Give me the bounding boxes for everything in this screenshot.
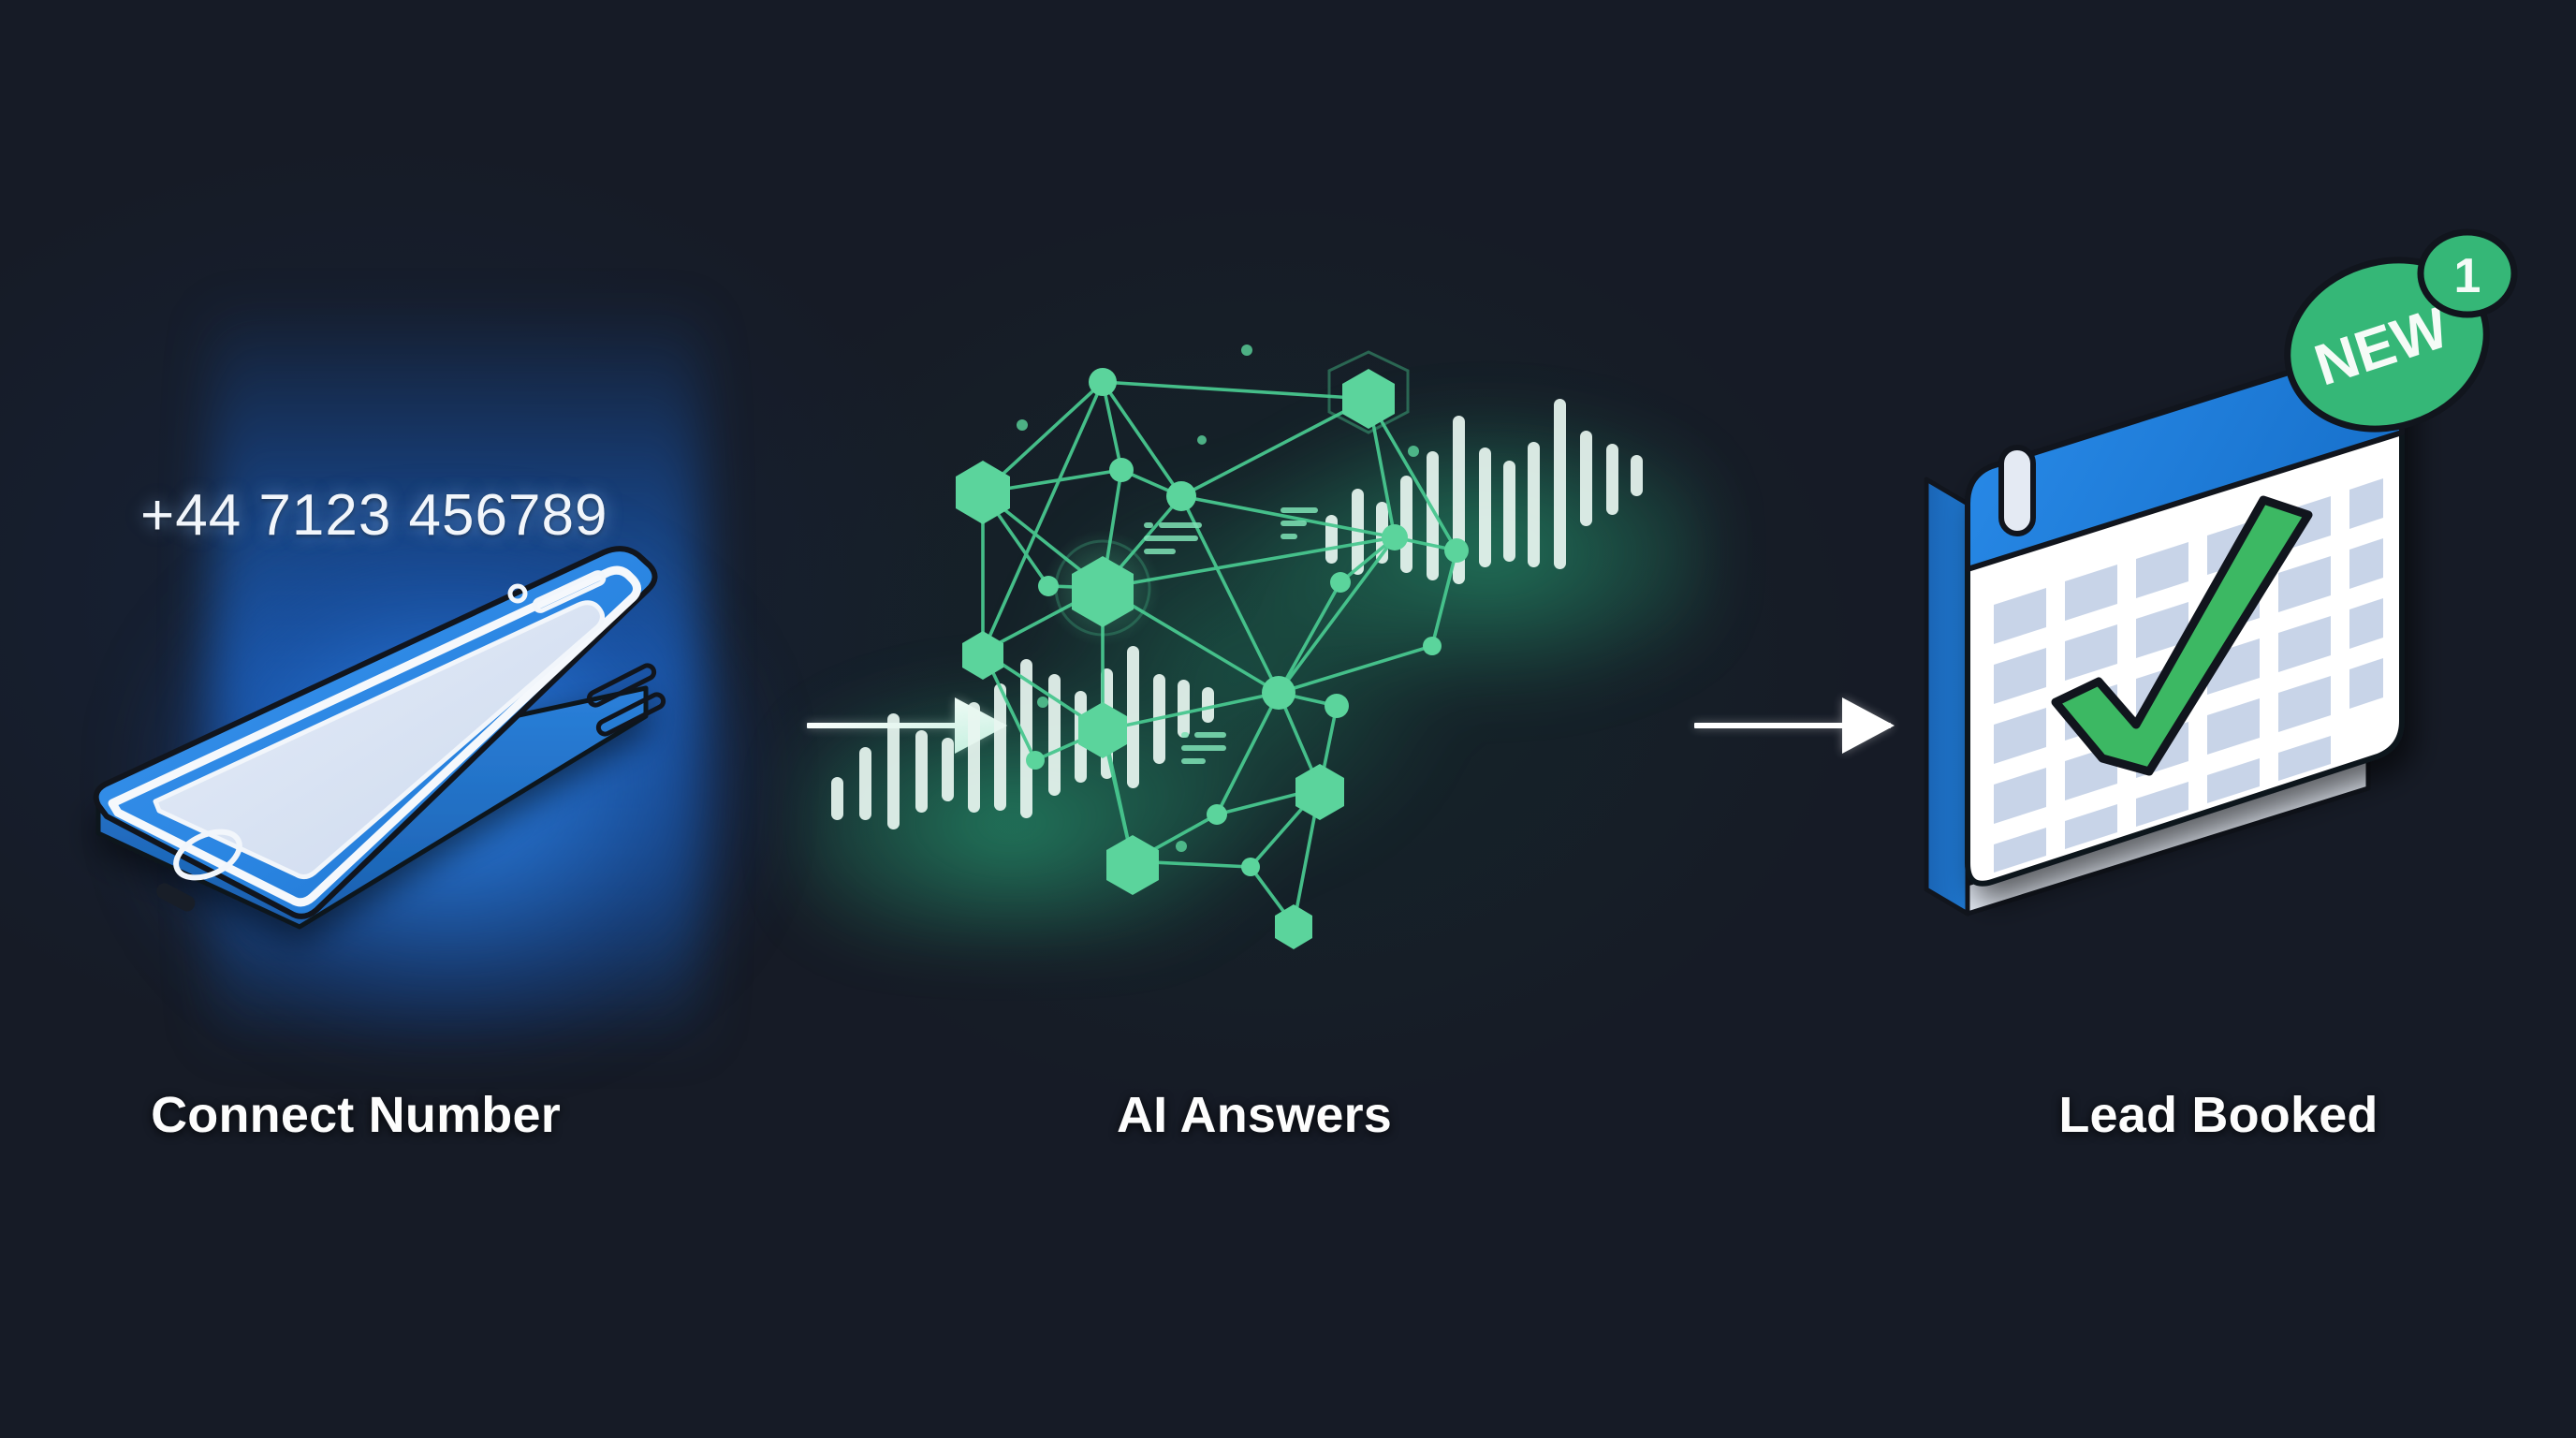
phone-power-button [595,692,666,737]
step-lead-booked: NEW 1 Lead Booked [1863,0,2574,1438]
phone-charging-port [156,883,196,912]
arrow-right-icon [1694,697,1895,754]
calendar-check-icon: NEW 1 [1881,228,2555,1002]
network-dots [1017,345,1419,852]
network-circle-nodes [1026,368,1469,876]
data-glyph-right [1281,507,1318,539]
network-edges [981,380,1458,927]
phone-front-camera [507,583,528,604]
network-hex-nodes [956,369,1395,949]
calendar-checkmark [2051,495,2313,776]
new-count-badge: 1 [2417,228,2518,318]
data-glyph-bottom [1181,732,1226,764]
step-label-lead-booked: Lead Booked [2058,1087,2378,1143]
phone-bezel-outline [108,565,641,907]
phone-volume-button [586,663,657,708]
new-count-ellipse [2417,228,2518,318]
data-glyph-left [1144,522,1202,554]
phone-home-button [173,829,242,881]
step-label-ai-answers: AI Answers [1116,1087,1393,1143]
step-ai-answers: AI Answers [796,0,1713,1438]
network-hex-outline [1327,350,1410,434]
new-count-label: 1 [2454,249,2481,303]
step-connect-number: +44 7123 456789 [0,0,758,1438]
smartphone-icon [66,524,666,974]
phone-screen [153,600,605,880]
step-label-connect-number: Connect Number [151,1087,561,1143]
calendar-binder-ring [1998,445,2036,536]
neural-network-icon [796,309,1713,983]
voice-waveform-right [1325,399,1643,584]
calendar-spine [1924,477,1970,917]
phone-number-text: +44 7123 456789 [140,483,608,548]
phone-earpiece [532,570,607,613]
